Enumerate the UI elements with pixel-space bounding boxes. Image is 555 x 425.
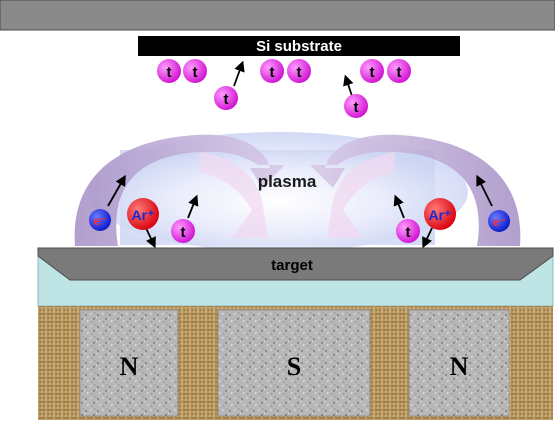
svg-text:t: t	[270, 64, 275, 81]
magnet-label: N	[120, 352, 139, 381]
argon-ion-right: Ar⁺	[422, 198, 456, 249]
target-atom: t	[157, 59, 181, 83]
target-atom: t	[260, 59, 284, 83]
chamber-top-plate	[0, 0, 555, 31]
target-atom: t	[183, 59, 207, 83]
svg-text:t: t	[370, 64, 375, 81]
electron-right: e⁻	[476, 174, 510, 232]
target-atom: t	[360, 59, 384, 83]
svg-text:e⁻: e⁻	[492, 215, 505, 229]
magnet-south-center: S	[217, 309, 371, 417]
plasma-label: plasma	[258, 172, 317, 191]
target-atom: t	[387, 59, 411, 83]
traveling-atom-right: t	[343, 74, 368, 118]
svg-text:t: t	[297, 64, 302, 81]
svg-text:Ar⁺: Ar⁺	[429, 207, 452, 223]
svg-text:e⁻: e⁻	[93, 214, 106, 228]
svg-text:t: t	[167, 64, 172, 81]
magnetic-field-arch-left	[74, 134, 285, 246]
traveling-atom-left: t	[214, 60, 245, 110]
target-label: target	[271, 257, 313, 274]
sputtered-atom-left: t	[171, 194, 199, 243]
svg-text:t: t	[181, 224, 186, 241]
argon-ion-left: Ar⁺	[127, 198, 159, 249]
magnet-label: S	[287, 352, 301, 381]
magnet-label: N	[450, 352, 469, 381]
svg-text:t: t	[193, 64, 198, 81]
si-substrate-label: Si substrate	[256, 38, 342, 55]
magnet-north-left: N	[79, 309, 179, 417]
svg-text:Ar⁺: Ar⁺	[132, 207, 155, 223]
deposited-atoms: t t t t t t	[157, 59, 411, 83]
svg-text:t: t	[406, 224, 411, 241]
target: target	[37, 247, 554, 281]
magnetic-field-arch-right	[310, 134, 521, 246]
target-atom: t	[287, 59, 311, 83]
svg-text:t: t	[397, 64, 402, 81]
electron-left: e⁻	[89, 174, 126, 231]
svg-text:t: t	[354, 99, 359, 116]
svg-text:t: t	[224, 91, 229, 108]
sputtered-atom-right: t	[393, 194, 420, 243]
si-substrate: Si substrate	[138, 36, 460, 56]
magnet-north-right: N	[408, 309, 510, 417]
